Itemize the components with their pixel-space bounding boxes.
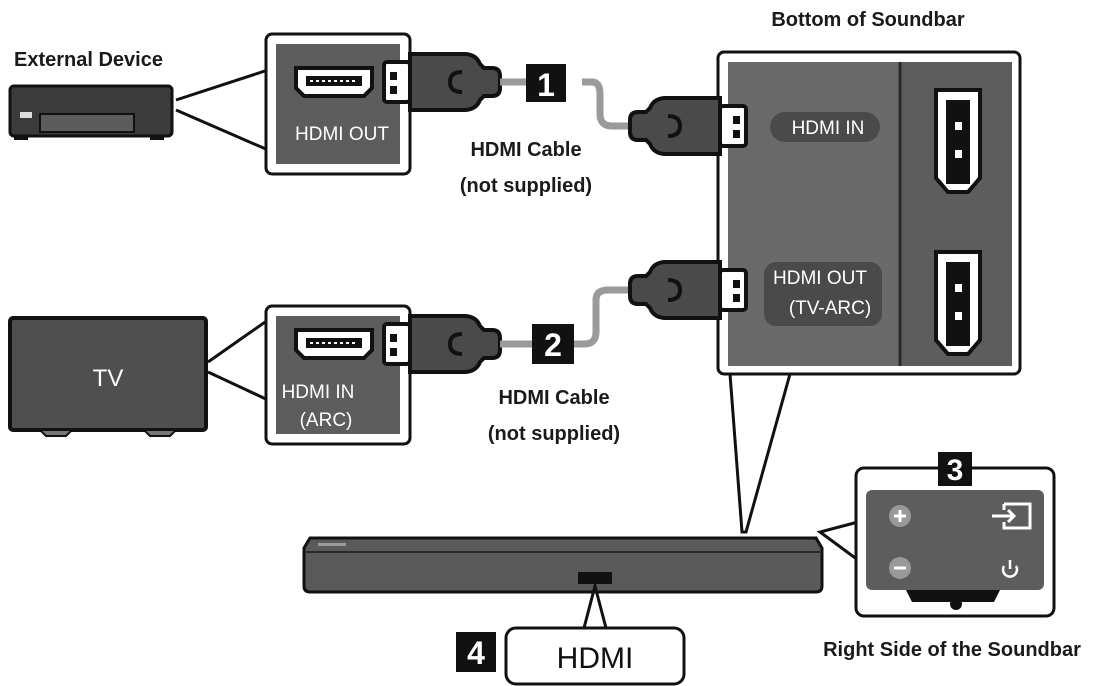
tv-icon: TV xyxy=(8,316,208,437)
cable-1-note: (not supplied) xyxy=(460,175,592,197)
front-hdmi-label-box xyxy=(504,626,686,686)
callout-line xyxy=(816,520,859,562)
callout-line xyxy=(582,580,608,629)
hdmi-plug-1a xyxy=(382,52,502,112)
tv-hdmi-in-panel: HDMI IN (ARC) xyxy=(264,304,412,446)
soundbar-right-side-panel xyxy=(854,466,1056,618)
step-3-badge xyxy=(938,452,972,486)
cable-2-label: HDMI Cable xyxy=(498,387,609,409)
front-hdmi-label: HDMI xyxy=(557,642,634,675)
hdmi-plug-2b xyxy=(628,260,748,320)
hdmi-out-port-label: HDMI OUT xyxy=(295,124,389,145)
volume-down-icon[interactable] xyxy=(889,557,911,579)
hdmi-plug-1b xyxy=(628,96,748,156)
volume-up-icon[interactable] xyxy=(889,505,911,527)
step-3-number: 3 xyxy=(947,454,964,487)
soundbar-tv-arc-label: (TV-ARC) xyxy=(789,298,871,319)
soundbar-bottom-panel: HDMI IN HDMI OUT (TV-ARC) xyxy=(716,50,1022,376)
external-device-label: External Device xyxy=(14,49,163,71)
tv-label: TV xyxy=(93,365,124,392)
soundbar-hdmi-in-label: HDMI IN xyxy=(792,118,865,139)
soundbar-hdmi-out-label: HDMI OUT xyxy=(773,268,867,289)
source-input-icon[interactable] xyxy=(992,502,1032,530)
bottom-of-soundbar-label: Bottom of Soundbar xyxy=(771,9,965,31)
step-1-number: 1 xyxy=(537,67,555,103)
cable-2-note: (not supplied) xyxy=(488,423,620,445)
soundbar-icon xyxy=(302,536,824,594)
callout-line xyxy=(728,373,792,534)
cable-1-label: HDMI Cable xyxy=(470,139,581,161)
tv-arc-label: (ARC) xyxy=(300,410,353,431)
right-side-label: Right Side of the Soundbar xyxy=(823,639,1081,661)
step-1-badge xyxy=(526,64,566,102)
hdmi-plug-2a xyxy=(382,314,502,374)
step-2-badge xyxy=(532,324,574,364)
step-2-number: 2 xyxy=(544,327,562,363)
callout-line xyxy=(175,67,270,153)
step-4-number: 4 xyxy=(467,635,485,671)
cable-2 xyxy=(500,286,628,348)
tv-hdmi-in-label: HDMI IN xyxy=(282,382,355,403)
step-4-badge xyxy=(456,632,496,672)
external-device-icon xyxy=(8,84,174,140)
cable-1 xyxy=(500,78,628,130)
callout-line xyxy=(207,317,270,403)
power-icon[interactable] xyxy=(1001,560,1019,578)
